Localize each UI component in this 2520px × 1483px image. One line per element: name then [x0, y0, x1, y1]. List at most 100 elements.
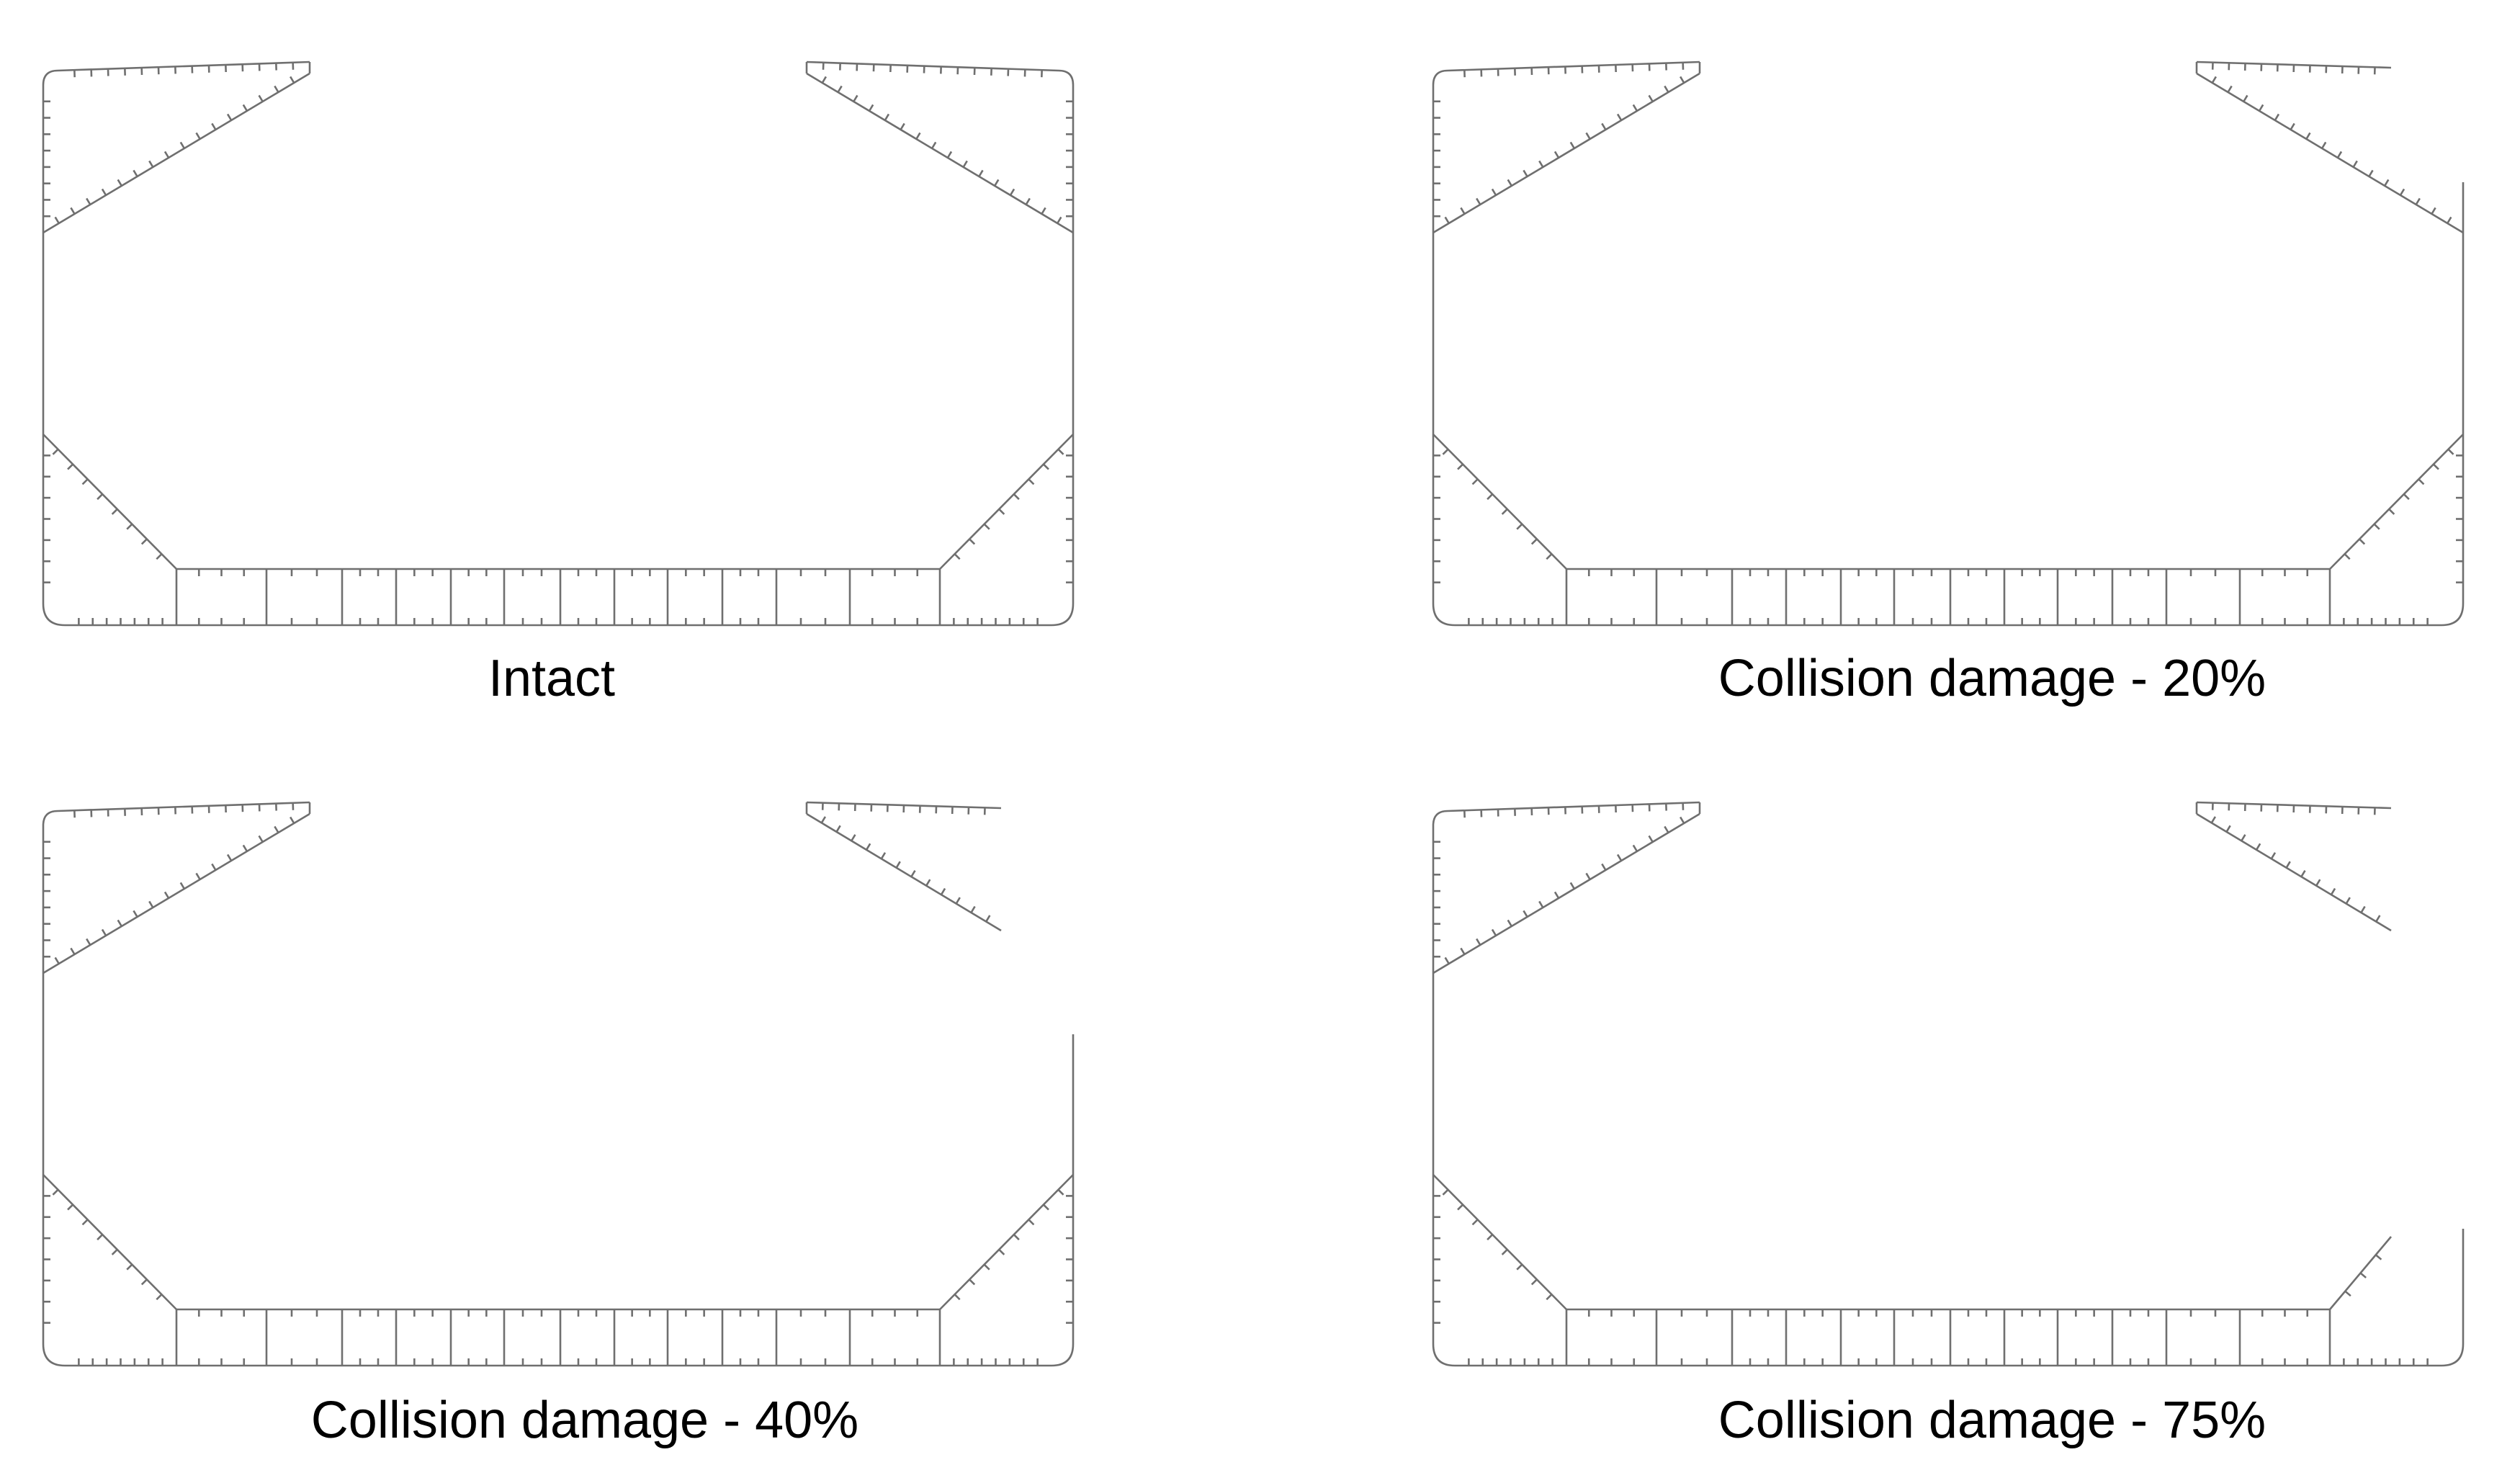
stbd-topside-tank-slope-stiffener — [2258, 104, 2264, 112]
hull-section-damage-75 — [1432, 801, 2465, 1367]
port-topside-tank-slope-stiffener — [54, 956, 60, 964]
stbd-topside-tank-slope-stiffener — [2315, 879, 2321, 887]
stbd-topside-tank-slope — [2196, 72, 2464, 234]
stbd-topside-tank-slope-stiffener — [962, 160, 968, 168]
stbd-hopper-slope-stiffener — [2375, 1254, 2382, 1260]
stbd-topside-tank-slope-stiffener — [865, 843, 871, 851]
stbd-hopper-slope-stiffener — [954, 1294, 961, 1301]
stbd-topside-tank-slope-stiffener — [970, 905, 976, 913]
port-hopper-slope-stiffener — [97, 1234, 104, 1241]
stbd-topside-tank-slope-stiffener — [2305, 132, 2311, 140]
stbd-topside-tank-slope-stiffener — [915, 132, 921, 140]
stbd-topside-tank-slope-stiffener — [946, 151, 953, 158]
port-hopper-slope-stiffener — [52, 448, 59, 455]
panel-damage-20: Collision damage - 20% — [1432, 61, 2465, 707]
stbd-hopper-slope-stiffener — [1057, 448, 1064, 455]
stbd-topside-tank-slope-stiffener — [851, 834, 856, 842]
port-topside-tank-slope-stiffener — [1523, 910, 1528, 918]
stbd-topside-tank-slope-stiffener — [978, 169, 984, 177]
port-topside-tank-slope-stiffener — [148, 900, 154, 908]
port-topside-tank-slope-stiffener — [101, 928, 107, 936]
port-hopper-slope-stiffener — [1546, 553, 1553, 560]
port-topside-tank-slope-stiffener — [1648, 835, 1654, 843]
stbd-hopper-slope-stiffener — [2432, 463, 2439, 470]
port-bilge — [1432, 603, 1456, 627]
port-topside-tank-slope-stiffener — [1632, 844, 1638, 852]
stbd-topside-tank-slope-stiffener — [2274, 113, 2280, 121]
port-topside-tank-slope-stiffener — [54, 216, 60, 224]
port-topside-tank-slope-stiffener — [1648, 94, 1654, 102]
port-hopper-slope-stiffener — [111, 1248, 118, 1255]
port-topside-tank-slope-stiffener — [1664, 85, 1669, 93]
stbd-topside-tank-slope-stiffener — [2384, 179, 2390, 187]
port-topside-tank-slope-stiffener — [148, 160, 154, 168]
stbd-hopper-slope-stiffener — [969, 1278, 976, 1286]
port-hopper-slope-stiffener — [1471, 478, 1479, 485]
caption-damage-75: Collision damage - 75% — [1718, 1392, 2266, 1449]
stbd-topside-tank-slope-stiffener — [2300, 869, 2306, 877]
stbd-topside-tank-slope-stiffener — [853, 94, 858, 102]
port-topside-tank-slope-stiffener — [179, 141, 185, 149]
port-topside-tank-slope-stiffener — [1507, 179, 1512, 187]
port-hopper-slope-stiffener — [126, 523, 133, 530]
stbd-hopper-slope — [939, 434, 1074, 570]
port-hopper-slope-stiffener — [81, 478, 89, 485]
port-topside-tank-slope-stiffener — [101, 188, 107, 196]
port-topside-tank-slope-stiffener — [289, 76, 295, 84]
port-topside-tank-slope-stiffener — [1585, 132, 1591, 140]
stbd-topside-tank-slope-stiffener — [868, 104, 874, 112]
port-topside-tank-slope-stiffener — [242, 104, 248, 112]
hull-section-intact — [42, 61, 1075, 627]
stbd-hopper-slope-stiffener — [2344, 553, 2351, 560]
stbd-topside-tank-slope-stiffener — [2243, 94, 2248, 102]
port-hopper-slope-stiffener — [1516, 1263, 1523, 1271]
port-upper-deck — [57, 61, 310, 72]
stbd-topside-tank-slope-stiffener — [2375, 915, 2381, 923]
stbd-hopper-slope-stiffener — [969, 538, 976, 545]
port-hopper-slope — [42, 1174, 177, 1310]
port-deck-corner — [42, 69, 58, 86]
port-upper-deck — [57, 801, 310, 812]
port-hopper-slope-stiffener — [1501, 1248, 1508, 1255]
port-deck-corner — [1432, 69, 1448, 86]
stbd-topside-tank-slope-stiffener — [2285, 861, 2291, 869]
port-hopper-slope-stiffener — [52, 1188, 59, 1196]
stbd-topside-tank-slope-stiffener — [837, 85, 843, 93]
stbd-upper-deck — [806, 61, 1059, 72]
port-hopper-slope — [1432, 434, 1567, 570]
port-topside-tank-slope-stiffener — [242, 844, 248, 852]
stbd-topside-tank-slope-stiffener — [2210, 816, 2217, 824]
port-topside-tank-slope-stiffener — [195, 132, 201, 140]
port-topside-tank-slope-stiffener — [70, 207, 76, 215]
stbd-topside-tank-slope-stiffener — [884, 113, 890, 121]
stbd-topside-tank-slope-stiffener — [821, 76, 828, 84]
caption-intact: Intact — [488, 650, 615, 707]
port-topside-tank-slope-stiffener — [1601, 122, 1607, 130]
port-topside-tank-slope-stiffener — [1476, 938, 1481, 946]
port-hopper-slope — [1432, 1174, 1567, 1310]
stbd-bilge — [1051, 1343, 1075, 1367]
stbd-topside-tank-slope-stiffener — [2270, 852, 2277, 859]
port-topside-tank-slope-stiffener — [1679, 76, 1685, 84]
port-hopper-slope-stiffener — [1501, 508, 1508, 515]
port-topside-tank-slope-stiffener — [226, 113, 233, 121]
stbd-hopper-slope-stiffener — [1042, 1204, 1049, 1211]
port-hopper-slope-stiffener — [1530, 538, 1538, 545]
stbd-topside-tank-slope-stiffener — [2415, 197, 2421, 205]
port-topside-tank-slope-stiffener — [163, 151, 170, 158]
hull-section-damage-20 — [1432, 61, 2465, 627]
port-topside-tank-slope-stiffener — [86, 197, 91, 205]
port-hopper-slope-stiffener — [1442, 1188, 1449, 1196]
port-topside-tank-slope-stiffener — [258, 835, 264, 843]
port-topside-tank-slope-stiffener — [179, 882, 185, 890]
port-topside-tank-slope-stiffener — [163, 891, 170, 899]
port-topside-tank-slope-stiffener — [133, 910, 138, 918]
port-topside-tank-slope-stiffener — [1553, 151, 1560, 158]
port-hopper-slope-stiffener — [1457, 463, 1464, 470]
stbd-topside-tank-slope-stiffener — [2345, 897, 2351, 905]
port-topside-tank-slope-stiffener — [1444, 216, 1450, 224]
stbd-topside-tank-slope-stiffener — [2352, 160, 2358, 168]
stbd-hopper-slope-stiffener — [2388, 508, 2395, 515]
port-hopper-slope-stiffener — [1471, 1219, 1479, 1226]
